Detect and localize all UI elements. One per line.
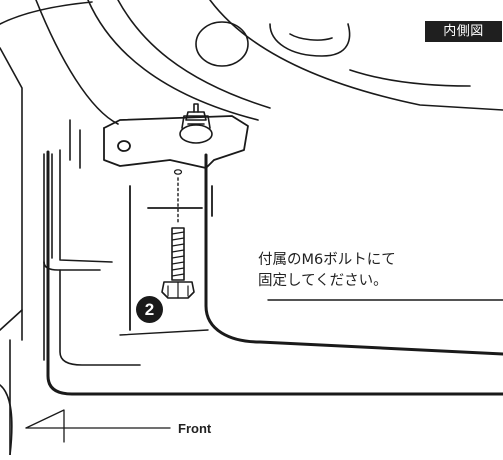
m6-bolt: [161, 227, 195, 299]
mudguard: [46, 150, 503, 396]
mounting-bracket: [103, 115, 249, 331]
instruction-line-1: 付属のM6ボルトにて: [258, 252, 396, 268]
instruction-text: 付属のM6ボルトにて 固定してください。: [258, 250, 396, 292]
bolt-hole: [173, 169, 183, 225]
inner-panel: [43, 119, 141, 366]
front-direction-arrow: [25, 409, 171, 443]
front-label: Front: [178, 421, 212, 436]
view-label: 内側図: [425, 21, 502, 42]
instruction-line-2: 固定してください。: [258, 273, 388, 289]
step-number-badge: 2: [136, 296, 163, 323]
weld-nut: [179, 103, 213, 144]
